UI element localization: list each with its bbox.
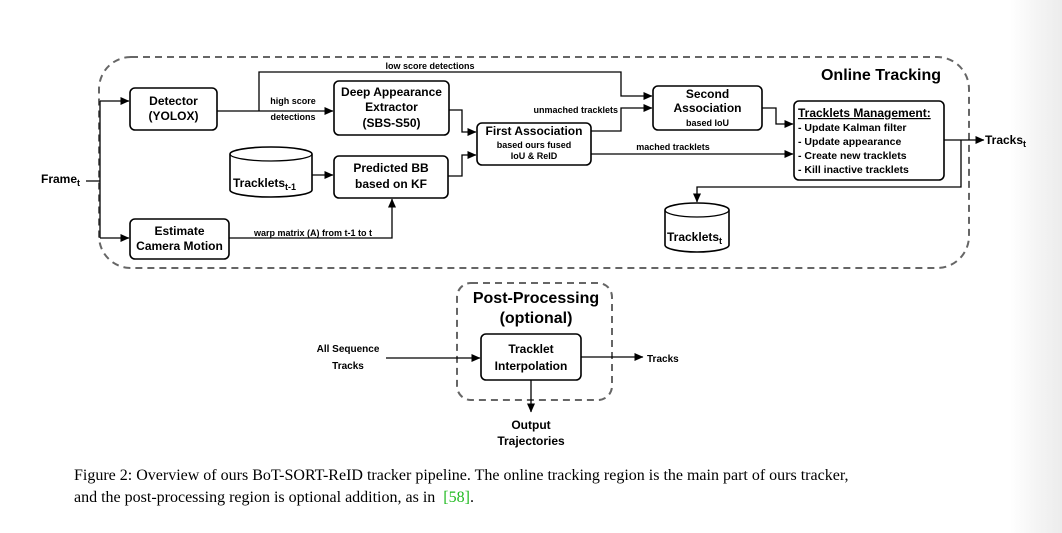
interpolation-label-2: Interpolation <box>495 359 568 373</box>
management-item-kalman: - Update Kalman filter <box>798 122 907 134</box>
all-sequence-label-2: Tracks <box>332 361 364 372</box>
first-association-box <box>476 122 592 166</box>
high-score-label-1: high score <box>270 96 316 106</box>
unmatched-label: unmached tracklets <box>533 105 618 115</box>
second-association-title-1: Second <box>686 87 729 101</box>
tracklets-management-title: Tracklets Management: <box>798 106 931 120</box>
arrow-unmatched <box>591 104 653 132</box>
warp-label: warp matrix (A) from t-1 to t <box>253 228 372 238</box>
arrow-deep-first <box>449 109 477 136</box>
low-score-label: low score detections <box>385 61 474 71</box>
arrow-to-tracklets-current <box>693 140 962 203</box>
arrow-second-management <box>762 107 794 128</box>
caption-line-2-text: and the post-processing region is option… <box>74 489 436 506</box>
predicted-bb-box <box>333 155 449 199</box>
deep-appearance-box <box>333 80 450 136</box>
post-tracks-label: Tracks <box>647 354 679 365</box>
first-association-sub-2: IoU & ReID <box>511 151 558 161</box>
high-score-label-2: detections <box>270 112 315 122</box>
post-processing-label: Post-Processing <box>473 290 599 307</box>
post-processing-optional: (optional) <box>500 310 573 327</box>
matched-label: mached tracklets <box>636 142 710 152</box>
tracklets-current-rim <box>664 209 730 218</box>
detector-box <box>129 87 218 131</box>
predicted-bb-label-2: based on KF <box>355 177 427 191</box>
arrow-predicted-first <box>448 151 477 177</box>
caption-line-2-end: . <box>469 489 474 506</box>
arrow-low-score <box>258 71 653 111</box>
arrow-warp <box>229 198 396 239</box>
first-association-sub-1: based ours fused <box>497 140 572 150</box>
tracklets-current-label: Trackletst <box>667 230 722 246</box>
interpolation-label-1: Tracklet <box>508 342 553 356</box>
tracklet-interpolation-box <box>480 333 582 381</box>
tracks-out-label: Trackst <box>985 133 1026 149</box>
output-trajectories-label-1: Output <box>511 418 550 432</box>
post-processing-region <box>456 282 613 401</box>
detector-label-2: (YOLOX) <box>149 109 199 123</box>
detector-label-1: Detector <box>149 94 198 108</box>
online-tracking-label: Online Tracking <box>821 67 941 84</box>
output-trajectories-label-2: Trajectories <box>497 434 565 448</box>
camera-motion-label-1: Estimate <box>154 224 204 238</box>
deep-appearance-label-2: Extractor <box>365 100 418 114</box>
first-association-title: First Association <box>486 124 583 138</box>
pipeline-diagram: Online Tracking Post-Processing (optiona… <box>41 56 1026 448</box>
predicted-bb-label-1: Predicted BB <box>353 161 429 175</box>
online-tracking-region <box>98 56 970 269</box>
second-association-sub: based IoU <box>686 118 729 128</box>
caption-line-2: and the post-processing region is option… <box>74 487 994 509</box>
frame-trunk <box>86 101 101 238</box>
all-sequence-label-1: All Sequence <box>317 344 380 355</box>
tracklets-prev-label: Trackletst-1 <box>233 176 296 192</box>
tracklets-current-store <box>664 202 730 253</box>
management-item-create: - Create new tracklets <box>798 150 907 162</box>
camera-motion-box <box>129 218 230 260</box>
caption-line-1: Figure 2: Overview of ours BoT-SORT-ReID… <box>74 467 849 484</box>
camera-motion-label-2: Camera Motion <box>136 239 223 253</box>
deep-appearance-label-3: (SBS-S50) <box>362 116 420 130</box>
tracklets-prev-rim <box>229 153 313 162</box>
deep-appearance-label-1: Deep Appearance <box>341 85 442 99</box>
frame-input-label: Framet <box>41 172 80 188</box>
management-item-kill: - Kill inactive tracklets <box>798 164 909 176</box>
caption-reference-link[interactable]: [58] <box>443 489 470 506</box>
second-association-title-2: Association <box>673 101 741 115</box>
figure-caption: Figure 2: Overview of ours BoT-SORT-ReID… <box>74 465 994 509</box>
management-item-appearance: - Update appearance <box>798 136 901 148</box>
